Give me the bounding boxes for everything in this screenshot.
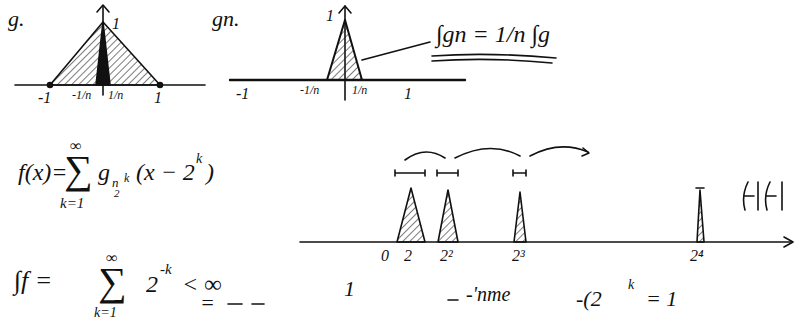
interval-bracket <box>437 170 458 176</box>
math-label: 1 <box>404 86 412 102</box>
math-label: 1/n <box>108 89 123 101</box>
dash <box>448 299 458 301</box>
spike <box>697 190 704 242</box>
math-label: ∫f = <box>14 268 52 294</box>
math-label: ∑ <box>64 150 93 190</box>
math-label: 2³ <box>512 248 525 264</box>
side-scribble <box>744 182 782 210</box>
arc-arrow <box>455 148 520 158</box>
wide-triangle <box>50 22 160 85</box>
interval-bracket <box>395 170 425 176</box>
math-label: k=1 <box>94 306 117 320</box>
underline <box>432 54 556 58</box>
math-label: k <box>196 152 202 166</box>
dot <box>48 83 53 88</box>
tick <box>696 187 704 189</box>
math-label: 1/n <box>352 84 367 96</box>
dash <box>252 303 264 305</box>
math-label: ) <box>206 160 214 184</box>
math-label: k=1 <box>60 196 84 211</box>
arc-arrow <box>530 147 588 156</box>
math-label: -1/n <box>72 89 91 101</box>
math-label: 0 <box>381 248 389 264</box>
math-label: f(x)= <box>18 160 68 184</box>
arc-arrow <box>405 152 445 160</box>
math-label: -1 <box>236 86 249 102</box>
math-label: ∑ <box>98 262 127 302</box>
triangle <box>327 20 362 80</box>
underline <box>432 59 552 63</box>
narrow-triangle <box>96 22 110 85</box>
math-label: k <box>628 278 634 292</box>
axis-arrow <box>784 237 793 247</box>
math-label: -'nme <box>466 284 510 304</box>
axis-arrow <box>339 6 351 13</box>
math-label: -1 <box>38 90 51 106</box>
leader-line <box>362 42 430 60</box>
math-label: = <box>200 292 215 314</box>
math-label: 2² <box>440 248 453 264</box>
spike <box>514 192 526 242</box>
math-label: k <box>124 172 129 184</box>
math-label: 1 <box>112 16 120 32</box>
math-label: gn. <box>212 8 240 30</box>
math-label: 2⁴ <box>690 248 704 264</box>
math-label: 2 <box>404 248 412 264</box>
spike <box>397 188 425 242</box>
math-label: -k <box>160 262 172 277</box>
spike <box>438 190 458 242</box>
math-label: 1 <box>154 90 162 106</box>
math-label: -1/n <box>300 84 319 96</box>
math-label: 2 <box>146 272 158 296</box>
math-label: (x − 2 <box>136 160 195 184</box>
dash <box>228 303 242 305</box>
math-label: -(2 <box>576 288 602 310</box>
math-label: g. <box>8 8 25 30</box>
math-label: = 1 <box>646 288 677 310</box>
math-label: 1 <box>344 278 355 300</box>
math-label: ∫gn = 1/n ∫g <box>436 22 550 46</box>
math-label: 2 <box>114 188 120 199</box>
number-line <box>300 241 792 243</box>
interval-bracket <box>513 170 526 176</box>
axis-arrow <box>97 5 109 12</box>
math-label: g <box>98 160 110 184</box>
math-label: 1 <box>326 8 334 24</box>
dot <box>158 83 163 88</box>
arrow-head <box>582 148 589 156</box>
